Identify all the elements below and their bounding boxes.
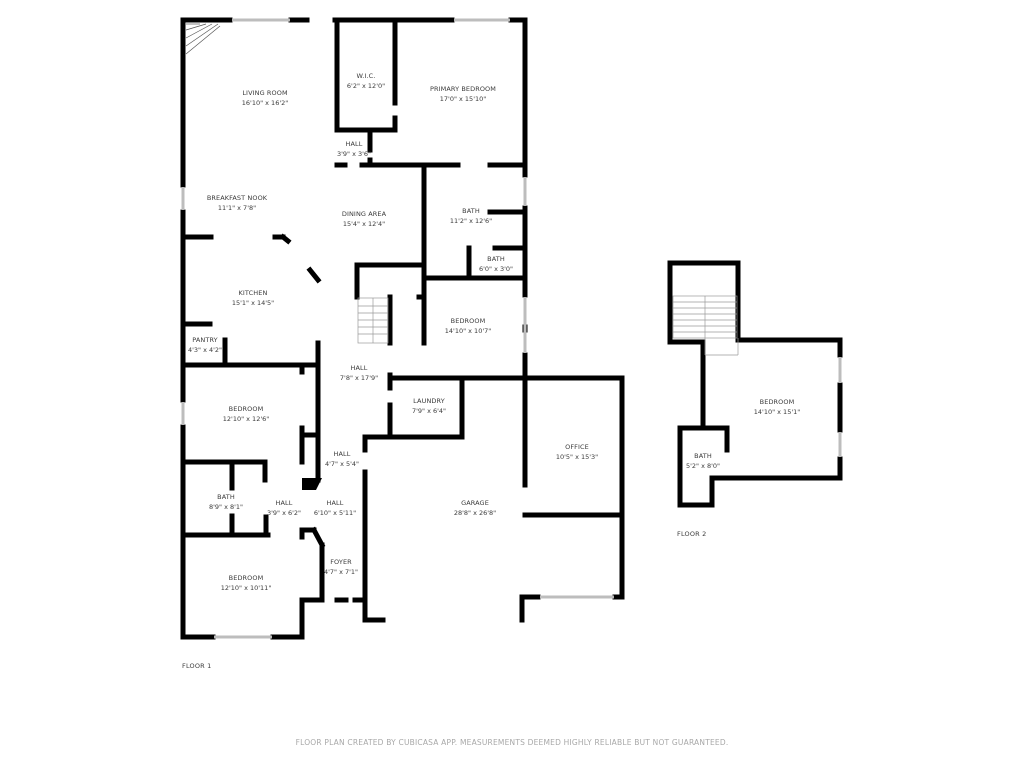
room-dimensions: 8'9" x 8'1": [208, 503, 244, 511]
room-hall-primary: HALL 3'9" x 3'6": [337, 139, 371, 159]
disclaimer-footer: FLOOR PLAN CREATED BY CUBICASA APP. MEAS…: [295, 738, 729, 747]
room-bath-small: BATH 6'0" x 3'0": [479, 254, 513, 274]
room-name: PANTRY: [192, 336, 218, 344]
room-dimensions: 7'8" x 17'9": [339, 374, 379, 382]
floor-1-walls: [180, 17, 625, 640]
room-dimensions: 11'1" x 7'8": [217, 204, 257, 212]
room-bedroom-west: BEDROOM 12'10" x 12'6": [223, 404, 269, 424]
room-dimensions: 16'10" x 16'2": [241, 99, 289, 107]
room-dimensions: 3'9" x 3'6": [336, 150, 372, 158]
floor-2-walls: [667, 260, 843, 508]
room-walk-in-closet: W.I.C. 6'2" x 12'0": [347, 71, 385, 91]
room-dimensions: 12'10" x 10'11": [220, 584, 272, 592]
room-name: OFFICE: [565, 443, 589, 451]
room-dimensions: 5'2" x 8'0": [685, 462, 721, 470]
room-dimensions: 4'7" x 7'1": [323, 568, 359, 576]
room-name: BATH: [694, 452, 712, 460]
room-dimensions: 4'3" x 4'2": [187, 346, 223, 354]
room-name: HALL: [275, 499, 293, 507]
room-name: BATH: [462, 207, 480, 215]
floor-2-label: FLOOR 2: [677, 530, 707, 538]
room-name: HALL: [350, 364, 368, 372]
room-name: DINING AREA: [341, 210, 387, 218]
room-bedroom-upstairs: BEDROOM 14'10" x 15'1": [754, 397, 800, 417]
room-dimensions: 28'8" x 26'8": [453, 509, 497, 517]
room-name: HALL: [345, 140, 363, 148]
room-dimensions: 6'0" x 3'0": [478, 265, 514, 273]
room-bedroom-east: BEDROOM 14'10" x 10'7": [445, 316, 491, 336]
room-name: BEDROOM: [228, 405, 264, 413]
room-breakfast-nook: BREAKFAST NOOK 11'1" x 7'8": [207, 193, 267, 213]
room-name: W.I.C.: [356, 72, 376, 80]
room-garage: GARAGE 28'8" x 26'8": [454, 498, 496, 518]
room-kitchen: KITCHEN 15'1" x 14'5": [232, 288, 274, 308]
stairs-floor-2: [672, 295, 739, 356]
room-name: HALL: [326, 499, 344, 507]
room-dining-area: DINING AREA 15'4" x 12'4": [342, 209, 386, 229]
room-office: OFFICE 10'5" x 15'3": [556, 442, 598, 462]
room-dimensions: 3'9" x 6'2": [266, 509, 302, 517]
fireplace: [185, 23, 221, 55]
room-dimensions: 6'10" x 5'11": [313, 509, 357, 517]
room-hall-central: HALL 7'8" x 17'9": [340, 363, 378, 383]
room-dimensions: 4'7" x 5'4": [324, 460, 360, 468]
room-bedroom-south: BEDROOM 12'10" x 10'11": [221, 573, 272, 593]
room-name: HALL: [333, 450, 351, 458]
room-name: LIVING ROOM: [242, 89, 288, 97]
room-name: BREAKFAST NOOK: [206, 194, 268, 202]
floor-1-label: FLOOR 1: [182, 662, 212, 670]
room-bath-west: BATH 8'9" x 8'1": [209, 492, 243, 512]
room-dimensions: 15'4" x 12'4": [342, 220, 386, 228]
room-laundry: LAUNDRY 7'9" x 6'4": [412, 396, 446, 416]
room-living-room: LIVING ROOM 16'10" x 16'2": [242, 88, 288, 108]
room-dimensions: 6'2" x 12'0": [346, 82, 386, 90]
room-pantry: PANTRY 4'3" x 4'2": [188, 335, 222, 355]
room-dimensions: 11'2" x 12'6": [449, 217, 493, 225]
room-dimensions: 14'10" x 10'7": [444, 327, 492, 335]
room-name: BEDROOM: [759, 398, 795, 406]
room-dimensions: 14'10" x 15'1": [753, 408, 801, 416]
room-name: GARAGE: [461, 499, 489, 507]
room-dimensions: 12'10" x 12'6": [222, 415, 270, 423]
stairs-floor-1: [357, 297, 389, 344]
room-name: BEDROOM: [450, 317, 486, 325]
room-dimensions: 10'5" x 15'3": [555, 453, 599, 461]
room-dimensions: 7'9" x 6'4": [411, 407, 447, 415]
room-name: BATH: [487, 255, 505, 263]
room-hall-small: HALL 4'7" x 5'4": [325, 449, 359, 469]
room-name: BEDROOM: [228, 574, 264, 582]
room-name: FOYER: [330, 558, 352, 566]
room-name: PRIMARY BEDROOM: [430, 85, 496, 93]
room-foyer: FOYER 4'7" x 7'1": [324, 557, 358, 577]
room-bath-main: BATH 11'2" x 12'6": [450, 206, 492, 226]
room-hall-entry: HALL 6'10" x 5'11": [314, 498, 356, 518]
room-name: BATH: [217, 493, 235, 501]
room-hall-bath: HALL 3'9" x 6'2": [267, 498, 301, 518]
room-name: LAUNDRY: [413, 397, 445, 405]
room-bath-upstairs: BATH 5'2" x 8'0": [686, 451, 720, 471]
floor-1-windows: [181, 18, 614, 639]
room-name: KITCHEN: [238, 289, 268, 297]
room-dimensions: 17'0" x 15'10": [439, 95, 487, 103]
room-primary-bedroom: PRIMARY BEDROOM 17'0" x 15'10": [430, 84, 496, 104]
room-dimensions: 15'1" x 14'5": [231, 299, 275, 307]
wall-block: [302, 478, 322, 490]
